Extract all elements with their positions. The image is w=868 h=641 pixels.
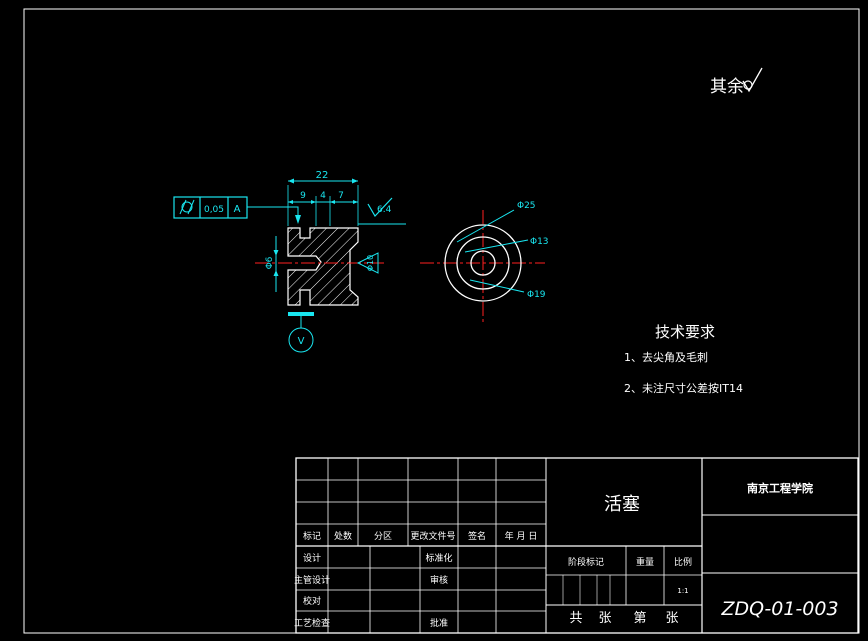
piston-section-outline (287, 227, 359, 306)
rev-header-1: 标记 (303, 530, 321, 542)
dim-seg-1: 9 (300, 191, 306, 201)
sign-left-1: 设计 (303, 552, 321, 564)
weight-label: 重量 (636, 556, 654, 568)
sheet-total-label: 共 (569, 611, 582, 626)
tolerance-value: 0,05 (204, 205, 224, 215)
dim-outer-diameter: Φ25 (517, 201, 536, 211)
rev-header-4: 更改文件号 (410, 530, 455, 542)
stage-label: 阶段标记 (568, 556, 604, 568)
rev-header-6: 年 月 日 (505, 530, 538, 542)
sign-left-2: 主管设计 (294, 574, 330, 586)
rev-header-2: 处数 (334, 530, 352, 542)
tech-requirement-item-2: 2、未注尺寸公差按IT14 (624, 381, 743, 395)
dim-left-diameter: Φ6 (265, 256, 275, 269)
tech-requirement-item-1: 1、去尖角及毛刺 (624, 351, 708, 364)
surface-roughness-note: 其余 (710, 67, 763, 97)
rev-header-3: 分区 (374, 531, 392, 542)
surface-roughness-circle-icon (743, 80, 753, 90)
sheet-number-label: 第 (633, 611, 646, 626)
datum-marker-circle (288, 327, 314, 353)
tech-requirements-title: 技术要求 (655, 323, 715, 341)
tolerance-datum: A (234, 204, 241, 215)
surface-note-label: 其余 (710, 77, 744, 97)
sign-mid-4: 批准 (430, 617, 448, 629)
dim-inner-diameter: Φ19 (527, 290, 546, 300)
scale-value: 1:1 (677, 587, 688, 595)
tech-requirements: 技术要求 1、去尖角及毛刺 2、未注尺寸公差按IT14 (624, 323, 743, 395)
dim-roughness-right: 6.4 (377, 205, 392, 215)
sheet-number-unit: 张 (665, 611, 678, 626)
piston-section-view: 22 9 4 7 6.4 Φ6 Φ10 V (255, 170, 406, 353)
scale-label: 比例 (674, 556, 692, 568)
dim-overall-length: 22 (316, 170, 329, 181)
title-block: 标记 处数 分区 更改文件号 签名 年 月 日 设计 主管设计 校对 工艺检查 … (294, 457, 859, 634)
cylindricity-icon (179, 199, 195, 215)
inner-circle (470, 250, 496, 276)
sign-left-4: 工艺检查 (294, 617, 330, 629)
middle-circle (456, 236, 510, 290)
piston-end-view: Φ25 Φ13 Φ19 (420, 201, 549, 322)
part-name: 活塞 (604, 494, 640, 515)
dim-right-diameter: Φ10 (366, 255, 375, 271)
dim-seg-3: 7 (338, 191, 344, 201)
school-name: 南京工程学院 (747, 481, 813, 495)
rev-header-5: 签名 (468, 530, 486, 542)
tolerance-frame: 0,05 A (173, 196, 301, 224)
sign-left-3: 校对 (303, 595, 321, 607)
dim-middle-diameter: Φ13 (530, 237, 549, 247)
dim-seg-2: 4 (320, 191, 326, 201)
drawing-number: ZDQ-01-003 (720, 598, 838, 620)
outer-circle (444, 224, 522, 302)
surface-roughness-icon (742, 67, 763, 93)
sign-mid-1: 标准化 (425, 552, 452, 564)
sheet-total-unit: 张 (598, 611, 611, 626)
datum-marker-letter: V (298, 336, 305, 347)
sign-mid-2: 审核 (430, 574, 448, 586)
